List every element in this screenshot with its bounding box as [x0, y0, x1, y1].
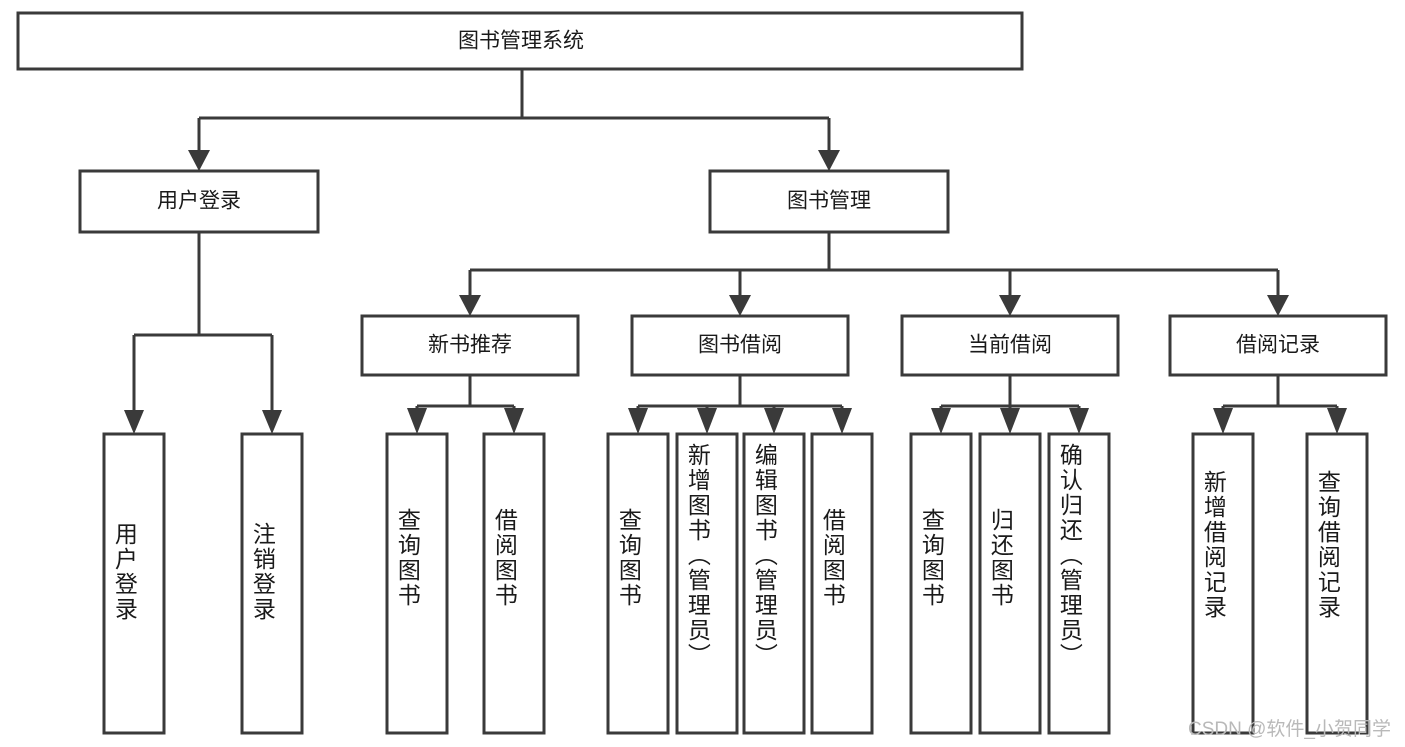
node-current-borrow-label: 当前借阅: [968, 334, 1052, 357]
arrow-cb-to-leaf-1: [1000, 408, 1020, 434]
leaf-box-current-borrow-2[interactable]: [1047, 432, 1111, 735]
arrow-cb-to-leaf-0: [931, 408, 951, 434]
arrow-bb-to-leaf-3: [832, 408, 852, 434]
arrow-ul-to-leaf-0: [124, 410, 144, 434]
arrow-br-to-leaf-1: [1327, 408, 1347, 434]
leaf-box-borrow-record-1[interactable]: [1305, 432, 1369, 735]
arrow-bm-to-borrow-record: [1267, 295, 1289, 316]
arrow-bm-to-current-borrow: [999, 295, 1021, 316]
arrow-nb-to-leaf-1: [504, 408, 524, 434]
node-current-borrow-box[interactable]: [900, 314, 1120, 377]
arrow-bb-to-leaf-2: [764, 408, 784, 434]
leaf-box-book-borrow-1[interactable]: [675, 432, 739, 735]
leaf-box-user-login-0[interactable]: [102, 432, 166, 735]
node-root-box[interactable]: [16, 11, 1024, 71]
node-root-label: 图书管理系统: [458, 30, 584, 53]
arrow-nb-to-leaf-0: [407, 408, 427, 434]
leaf-box-current-borrow-0[interactable]: [909, 432, 973, 735]
arrow-ul-to-leaf-1: [262, 410, 282, 434]
arrow-bm-to-book-borrow: [729, 295, 751, 316]
node-book-management-label: 图书管理: [787, 190, 871, 213]
arrow-root-to-user-login: [188, 150, 210, 171]
node-new-book-recommend-box[interactable]: [360, 314, 580, 377]
leaf-box-borrow-record-0[interactable]: [1191, 432, 1255, 735]
leaf-box-current-borrow-1[interactable]: [978, 432, 1042, 735]
arrow-bm-to-new-book: [459, 295, 481, 316]
node-new-book-recommend-label: 新书推荐: [428, 334, 512, 357]
node-borrow-record-label: 借阅记录: [1236, 334, 1320, 357]
arrow-root-to-book-management: [818, 150, 840, 171]
leaf-box-book-borrow-0[interactable]: [606, 432, 670, 735]
leaf-box-new-book-0[interactable]: [385, 432, 449, 735]
leaf-box-book-borrow-2[interactable]: [742, 432, 806, 735]
leaf-box-user-login-1[interactable]: [240, 432, 304, 735]
csdn-watermark: CSDN @软件_小贺同学: [1188, 719, 1391, 740]
arrow-bb-to-leaf-0: [628, 408, 648, 434]
node-user-login-label: 用户登录: [157, 190, 241, 213]
node-user-login-box[interactable]: [78, 169, 320, 234]
arrow-cb-to-leaf-2: [1069, 408, 1089, 434]
arrow-bb-to-leaf-1: [697, 408, 717, 434]
leaf-box-new-book-1[interactable]: [482, 432, 546, 735]
node-book-borrow-label: 图书借阅: [698, 334, 782, 357]
arrow-br-to-leaf-0: [1213, 408, 1233, 434]
leaf-box-book-borrow-3[interactable]: [810, 432, 874, 735]
